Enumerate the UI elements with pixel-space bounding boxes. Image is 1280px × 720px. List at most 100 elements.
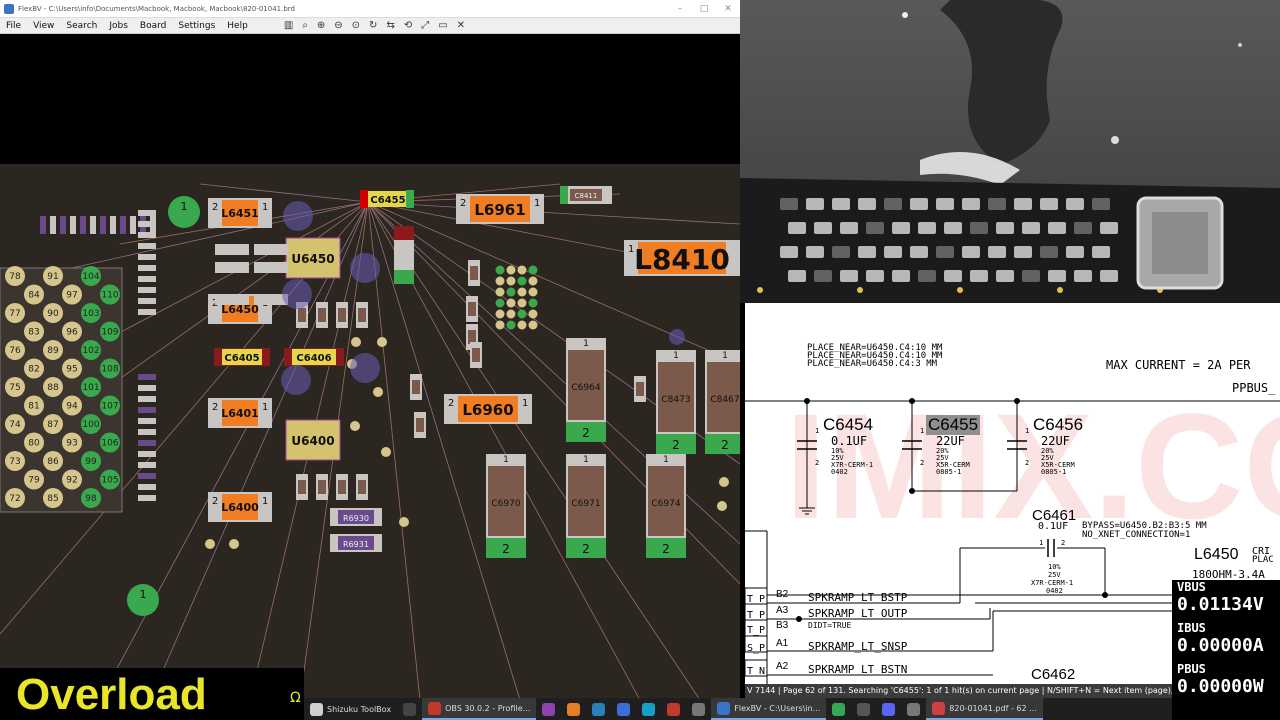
taskbar-item[interactable]: [636, 698, 661, 720]
menu-search[interactable]: Search: [66, 20, 98, 31]
zoom-out-icon[interactable]: ⊖: [334, 20, 343, 31]
bga-pin[interactable]: [100, 358, 120, 379]
bga-pin[interactable]: [81, 451, 101, 471]
close-icon[interactable]: ✕: [456, 20, 466, 31]
bga-pin[interactable]: [43, 340, 63, 360]
bga-pin[interactable]: [5, 488, 25, 508]
menu-view[interactable]: View: [33, 20, 55, 31]
bga-pin[interactable]: [24, 432, 44, 453]
fullscreen-icon[interactable]: ⤢: [421, 20, 430, 31]
maximize-button[interactable]: □: [699, 3, 709, 14]
menu-file[interactable]: File: [6, 20, 22, 31]
taskbar-item[interactable]: [686, 698, 711, 720]
taskbar-item[interactable]: [661, 698, 686, 720]
bga-pin[interactable]: [24, 395, 44, 416]
bga-pin[interactable]: [24, 469, 44, 490]
menu-jobs[interactable]: Jobs: [109, 20, 128, 31]
zoom-in-icon[interactable]: ⊕: [316, 20, 326, 31]
part-c6455[interactable]: C6455: [360, 190, 414, 208]
taskbar-item[interactable]: OBS 30.0.2 - Profile...: [422, 698, 537, 720]
bga-pin[interactable]: [62, 469, 82, 490]
search-icon[interactable]: ⌕: [302, 20, 308, 31]
part-u6450[interactable]: U6450: [285, 237, 341, 279]
bga-pin[interactable]: [43, 266, 63, 286]
bga-pin[interactable]: [5, 266, 25, 286]
part-c6406[interactable]: C6406: [284, 348, 344, 366]
bga-pin[interactable]: [5, 303, 25, 323]
bga-pin[interactable]: [100, 469, 120, 490]
bga-pin[interactable]: [81, 488, 101, 508]
taskbar-item[interactable]: Shizuku ToolBox: [304, 698, 397, 720]
taskbar-item[interactable]: [397, 698, 422, 720]
bga-pin[interactable]: [24, 284, 44, 305]
taskbar-item[interactable]: [901, 698, 926, 720]
taskbar-item[interactable]: [611, 698, 636, 720]
bga-pin[interactable]: [100, 321, 120, 342]
refresh-icon[interactable]: ⟲: [403, 20, 413, 31]
taskbar-item[interactable]: [851, 698, 876, 720]
part-r6930[interactable]: R6930: [330, 508, 382, 526]
bga-pin[interactable]: [81, 266, 101, 286]
taskbar-item[interactable]: FlexBV - C:\Users\in...: [711, 698, 827, 720]
bga-pin[interactable]: [100, 284, 120, 305]
bga-pin[interactable]: [24, 358, 44, 379]
taskbar-item[interactable]: [561, 698, 586, 720]
taskbar-item[interactable]: [876, 698, 901, 720]
part-c6405[interactable]: C6405: [214, 348, 270, 366]
bga-pin[interactable]: [5, 340, 25, 360]
taskbar-item[interactable]: [586, 698, 611, 720]
flip-icon[interactable]: ⇆: [386, 20, 395, 31]
minimize-button[interactable]: –: [677, 3, 683, 14]
bga-pin[interactable]: [62, 395, 82, 416]
bga-pin[interactable]: [62, 432, 82, 453]
bga-pin[interactable]: [62, 358, 82, 379]
grid-icon[interactable]: ▥: [283, 20, 294, 31]
part-u6400[interactable]: U6400: [285, 419, 341, 461]
rotate-icon[interactable]: ↻: [369, 20, 378, 31]
bga-pin[interactable]: [62, 284, 82, 305]
bga-pin[interactable]: [43, 451, 63, 471]
menu-settings[interactable]: Settings: [178, 20, 216, 31]
part-c8411[interactable]: C8411: [560, 186, 612, 204]
taskbar-item[interactable]: [826, 698, 851, 720]
bga-pin[interactable]: [43, 303, 63, 323]
test-point[interactable]: [168, 196, 200, 228]
bga-pin[interactable]: [5, 414, 25, 434]
bga-pin[interactable]: [43, 488, 63, 508]
bga-pin[interactable]: [5, 451, 25, 471]
test-point[interactable]: [127, 584, 159, 616]
bga-pin[interactable]: [43, 377, 63, 397]
schematic-pdf-view[interactable]: IMIX.CO: [745, 303, 1280, 700]
menu-board[interactable]: Board: [139, 20, 167, 31]
taskbar-item[interactable]: [536, 698, 561, 720]
bga-pin[interactable]: [100, 395, 120, 416]
zoom-fit-icon[interactable]: ⊙: [351, 20, 361, 31]
bga-pin[interactable]: [100, 432, 120, 453]
bga-pin[interactable]: [5, 377, 25, 397]
bga-pin[interactable]: [81, 377, 101, 397]
bga-pin[interactable]: [81, 414, 101, 434]
bga-pin[interactable]: [24, 321, 44, 342]
menu-help[interactable]: Help: [227, 20, 248, 31]
part-r6931[interactable]: R6931: [330, 534, 382, 552]
bga-pin[interactable]: [43, 414, 63, 434]
box-icon[interactable]: ▭: [438, 20, 448, 31]
bga-pin[interactable]: [81, 340, 101, 360]
bga-pin[interactable]: [62, 321, 82, 342]
